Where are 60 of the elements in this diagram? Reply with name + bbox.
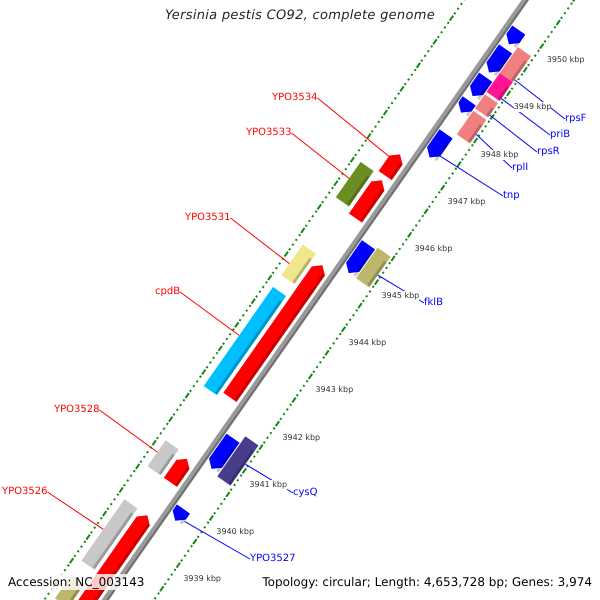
gene-label: tnp — [503, 190, 520, 202]
gene-feature — [356, 248, 391, 288]
scale-label: 3942 kbp — [282, 432, 320, 443]
gene-feature — [172, 504, 190, 525]
diagram-title: Yersinia pestis CO92, complete genome — [164, 8, 436, 23]
gene-feature — [164, 458, 190, 487]
gene-feature — [346, 240, 376, 277]
gene-label: YPO3527 — [250, 553, 296, 565]
leader-line — [489, 114, 538, 152]
gene-label: priB — [550, 129, 570, 141]
gene-feature — [486, 73, 513, 102]
gene-feature — [148, 440, 179, 476]
scale-label: 3941 kbp — [249, 480, 288, 490]
gene-label: YPO3534 — [272, 92, 318, 104]
gene-label: cpdB — [155, 286, 180, 298]
leader-line — [500, 98, 550, 136]
scale-label: 3946 kbp — [414, 244, 452, 254]
gene-label: YPO3528 — [54, 404, 100, 416]
gene-feature — [204, 286, 286, 396]
leader-line — [46, 492, 104, 530]
gene-label: fklB — [424, 297, 443, 309]
leader-line — [184, 520, 250, 560]
gene-label: YPO3531 — [185, 212, 230, 224]
gene-label: YPO3533 — [246, 127, 292, 139]
scale-label: 3939 kbp — [183, 574, 222, 584]
leader-line — [316, 98, 390, 157]
leader-line — [180, 292, 240, 336]
gene-label: cysQ — [293, 487, 318, 499]
gene-feature — [470, 72, 492, 100]
scale-label: 3949 kbp — [514, 102, 552, 112]
accession-text: Accession: NC_003143 — [6, 574, 146, 590]
scale-label: 3940 kbp — [216, 526, 254, 537]
gene-feature — [486, 44, 512, 76]
scale-label: 3950 kbp — [546, 55, 584, 66]
gene-feature — [474, 94, 498, 118]
leader-line — [98, 410, 158, 453]
genome-info-text: Topology: circular; Length: 4,653,728 bp; Genes: 3,974 — [260, 574, 594, 590]
scale-label: 3943 kbp — [315, 385, 354, 396]
gene-feature — [458, 96, 476, 116]
gene-feature — [427, 129, 453, 162]
leader-line — [230, 218, 290, 264]
leader-line — [514, 79, 566, 120]
gene-feature — [456, 110, 486, 144]
gene-feature — [336, 162, 374, 206]
gene-label: rpsR — [537, 146, 560, 158]
gene-label: rpsF — [565, 113, 586, 125]
leader-line — [440, 156, 504, 196]
scale-label: 3947 kbp — [448, 196, 486, 207]
scale-label: 3944 kbp — [348, 338, 386, 348]
gene-feature — [500, 47, 532, 82]
gene-label: YPO3526 — [2, 486, 48, 498]
gene-feature — [348, 180, 384, 223]
gene-feature — [223, 277, 317, 402]
gene-feature — [81, 499, 138, 570]
gene-label: rplI — [512, 162, 528, 174]
gene-feature — [506, 26, 526, 48]
gene-feature — [378, 154, 403, 180]
scale-label: 3945 kbp — [382, 291, 420, 302]
scale-label: 3948 kbp — [480, 150, 518, 160]
gene-feature — [209, 434, 240, 473]
